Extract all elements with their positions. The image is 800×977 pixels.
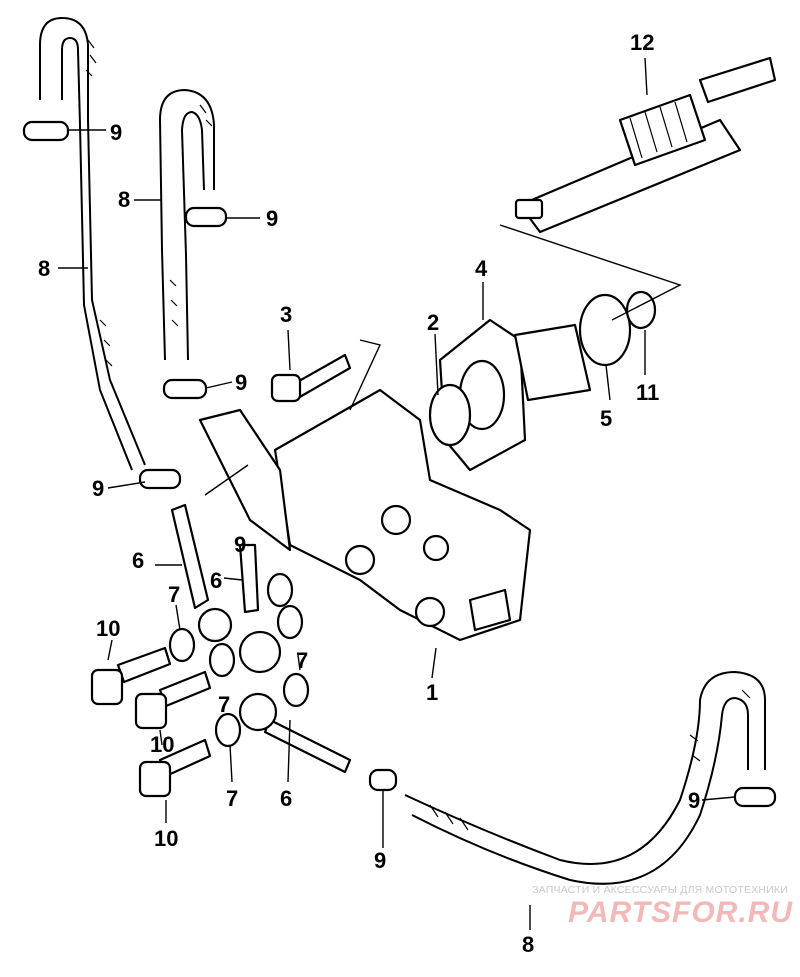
callout-8: 8 bbox=[38, 256, 50, 281]
leader-lines bbox=[58, 57, 736, 930]
callout-9: 9 bbox=[266, 206, 278, 231]
sealing-washer bbox=[168, 572, 310, 748]
callout-12: 12 bbox=[630, 30, 654, 55]
callout-6: 6 bbox=[210, 568, 222, 593]
callout-7: 7 bbox=[218, 692, 230, 717]
callout-9: 9 bbox=[374, 848, 386, 873]
callout-8: 8 bbox=[118, 187, 130, 212]
callout-10: 10 bbox=[154, 826, 178, 851]
hose-left-long bbox=[39, 16, 146, 471]
callout-1: 1 bbox=[426, 680, 438, 705]
banjo-fitting bbox=[170, 503, 352, 774]
callout-4: 4 bbox=[475, 256, 488, 281]
callout-9: 9 bbox=[92, 476, 104, 501]
callout-9: 9 bbox=[110, 120, 122, 145]
o-ring-5 bbox=[578, 293, 632, 367]
drive-shaft bbox=[514, 56, 777, 234]
callout-6: 6 bbox=[132, 548, 144, 573]
callout-10: 10 bbox=[96, 616, 120, 641]
callout-9: 9 bbox=[235, 370, 247, 395]
hose-bottom-right bbox=[404, 670, 766, 885]
callout-9: 9 bbox=[688, 788, 700, 813]
banjo-bolt bbox=[90, 646, 212, 798]
callout-labels: 12 9 8 9 8 4 3 2 11 5 9 9 9 6 6 7 10 7 1… bbox=[38, 30, 700, 957]
hose-clip bbox=[22, 120, 777, 808]
bolt-3 bbox=[270, 353, 352, 403]
callout-10: 10 bbox=[150, 732, 174, 757]
callout-5: 5 bbox=[600, 406, 612, 431]
callout-11: 11 bbox=[636, 380, 659, 405]
hose-left-middle bbox=[158, 88, 215, 361]
callout-7: 7 bbox=[168, 582, 180, 607]
callout-7: 7 bbox=[296, 648, 308, 673]
callout-3: 3 bbox=[280, 302, 292, 327]
callout-9: 9 bbox=[234, 532, 246, 557]
callout-7: 7 bbox=[226, 786, 238, 811]
callout-6: 6 bbox=[280, 786, 292, 811]
pump-housing bbox=[198, 388, 532, 642]
gasket-2 bbox=[428, 383, 472, 447]
watermark-logo: PARTSFOR.RU bbox=[568, 896, 793, 929]
callout-8: 8 bbox=[522, 932, 534, 957]
watermark-tagline: ЗАПЧАСТИ И АКСЕССУАРЫ ДЛЯ МОТОТЕХНИКИ bbox=[532, 884, 788, 896]
callout-2: 2 bbox=[427, 310, 439, 335]
